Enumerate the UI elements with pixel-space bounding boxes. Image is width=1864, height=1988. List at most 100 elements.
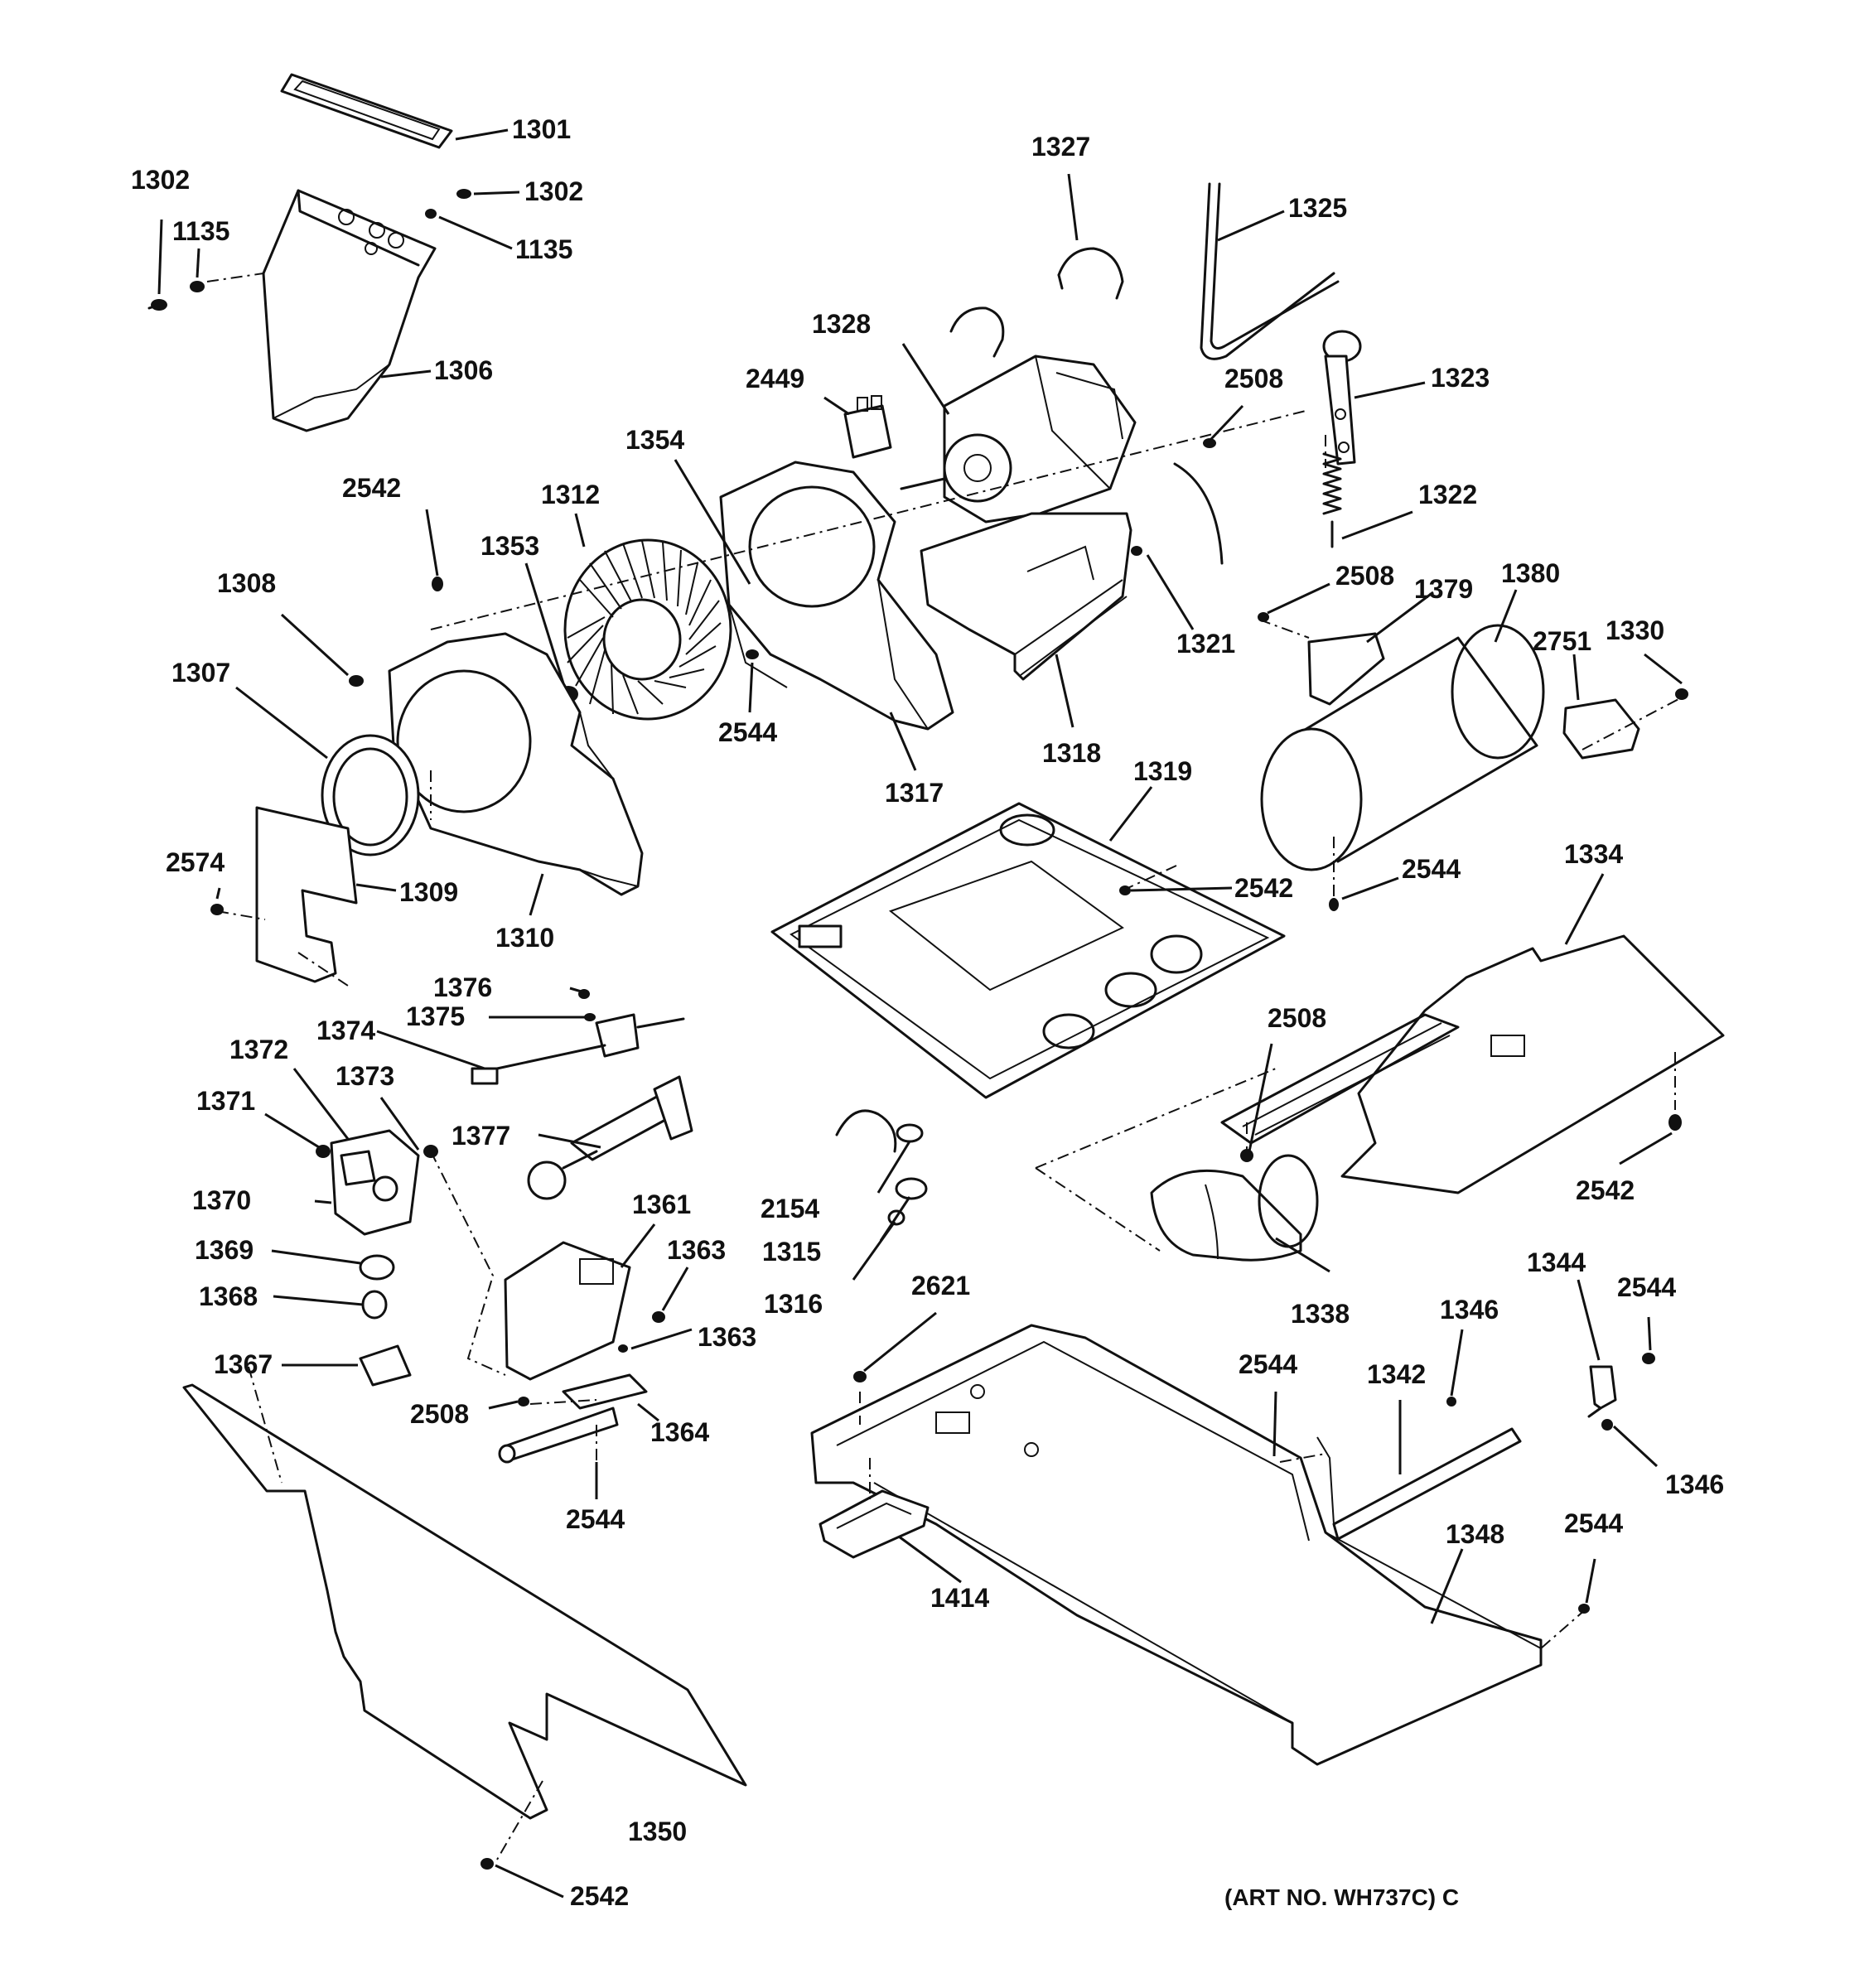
callout-1353: 1353	[480, 531, 539, 561]
callout-2154: 2154	[761, 1194, 819, 1223]
callout-1350: 1350	[628, 1817, 687, 1846]
callout-1310: 1310	[495, 923, 554, 953]
part-1367-fitting	[359, 1344, 412, 1387]
callout-2544: 2544	[718, 717, 777, 747]
callout-1367: 1367	[214, 1349, 273, 1379]
wire-harness	[1173, 462, 1224, 565]
callout-2542: 2542	[1576, 1175, 1635, 1205]
callout-2574: 2574	[166, 847, 225, 877]
part-2449-switch	[843, 395, 892, 459]
callout-1354: 1354	[625, 425, 684, 455]
part-1379-bracket	[1307, 632, 1385, 706]
part-1306-duct	[262, 189, 437, 432]
part-1377-burner	[527, 1075, 693, 1200]
callout-1318: 1318	[1042, 738, 1101, 768]
callout-1346: 1346	[1665, 1469, 1724, 1499]
part-1319-baseplate	[770, 802, 1286, 1099]
screw-1363-b	[618, 1344, 628, 1353]
part-1312-blower-wheel	[563, 538, 732, 721]
assembly-lines	[216, 409, 1683, 1860]
callout-1330: 1330	[1606, 615, 1664, 645]
callout-2508: 2508	[410, 1399, 469, 1429]
callout-1361: 1361	[632, 1189, 691, 1219]
callout-1338: 1338	[1291, 1299, 1350, 1329]
screw-2542-right	[1668, 1114, 1682, 1131]
screws-1302-1135-right	[425, 189, 471, 219]
screw-2621	[853, 1371, 867, 1382]
part-1380-tube	[1260, 624, 1545, 871]
callout-2621: 2621	[911, 1271, 970, 1300]
screw-2544-blower	[746, 649, 759, 659]
callout-1344: 1344	[1527, 1247, 1586, 1277]
part-1327-clip	[1057, 247, 1124, 300]
callout-2544: 2544	[1617, 1272, 1676, 1302]
part-1364-manifold	[498, 1373, 648, 1464]
leader-lines	[157, 128, 1683, 1899]
part-1310-blower-front	[388, 632, 644, 896]
callout-2542: 2542	[1234, 873, 1293, 903]
callout-1302: 1302	[524, 176, 583, 206]
callout-1348: 1348	[1446, 1519, 1504, 1549]
screw-1321	[1131, 546, 1142, 556]
callout-1376: 1376	[433, 972, 492, 1002]
callout-1308: 1308	[217, 568, 276, 598]
part-1344-clip	[1587, 1365, 1617, 1418]
callout-1301: 1301	[512, 114, 571, 144]
part-2751-block	[1562, 698, 1640, 760]
callout-labels: 1301 1302 1302 1135 1135 1306 1327 1325 …	[131, 114, 1724, 1911]
part-1322-spring	[1322, 452, 1342, 548]
part-2154-thermostat	[835, 1109, 928, 1226]
callout-1364: 1364	[650, 1417, 709, 1447]
screw-1308	[349, 675, 364, 687]
part-1334-panel	[1220, 934, 1725, 1194]
screw-2542-top	[432, 577, 443, 591]
screw-2544-right	[1329, 898, 1339, 911]
part-1361-bracket	[504, 1241, 631, 1381]
screw-1375	[584, 1013, 596, 1021]
callout-1377: 1377	[452, 1121, 510, 1151]
callout-1380: 1380	[1501, 558, 1560, 588]
part-clip-left	[949, 306, 1005, 358]
part-1369-coil	[359, 1254, 395, 1281]
callout-2544: 2544	[566, 1504, 625, 1534]
callout-1379: 1379	[1414, 574, 1473, 604]
part-1370-gas-valve	[316, 1129, 438, 1236]
callout-1370: 1370	[192, 1185, 251, 1215]
part-1350-rear-panel	[182, 1383, 747, 1820]
callout-1325: 1325	[1288, 193, 1347, 223]
callout-1323: 1323	[1431, 363, 1490, 393]
callout-1363: 1363	[667, 1235, 726, 1265]
callout-2508: 2508	[1335, 561, 1394, 591]
callout-1312: 1312	[541, 480, 600, 509]
screw-2508-top	[1203, 438, 1216, 448]
part-1338-elbow	[1150, 1154, 1319, 1262]
part-1342-rail	[1316, 1427, 1522, 1541]
part-1414-foot	[819, 1489, 930, 1559]
callout-1317: 1317	[885, 778, 944, 808]
callout-1327: 1327	[1031, 132, 1090, 162]
callout-2544: 2544	[1239, 1349, 1297, 1379]
callout-2449: 2449	[746, 364, 804, 393]
callout-2751: 2751	[1533, 626, 1591, 656]
art-number: (ART NO. WH737C) C	[1224, 1884, 1459, 1910]
callout-2542: 2542	[342, 473, 401, 503]
callout-1363: 1363	[698, 1322, 756, 1352]
part-1368-coil	[361, 1290, 388, 1320]
callout-1375: 1375	[406, 1001, 465, 1031]
part-1348-base-frame	[810, 1324, 1543, 1766]
screw-2542-bottom	[480, 1858, 494, 1870]
screw-2544-frame	[1578, 1604, 1590, 1614]
part-1318-bracket	[920, 512, 1132, 681]
screw-2544-clip	[1642, 1353, 1655, 1364]
callout-2544: 2544	[1402, 854, 1461, 884]
screw-1330	[1675, 688, 1688, 700]
callout-1368: 1368	[199, 1281, 258, 1311]
callout-1135: 1135	[172, 216, 229, 246]
callout-2508: 2508	[1224, 364, 1283, 393]
callout-1315: 1315	[762, 1237, 821, 1267]
callout-2542: 2542	[570, 1881, 629, 1911]
callout-1346: 1346	[1440, 1295, 1499, 1325]
callout-1321: 1321	[1176, 629, 1235, 659]
callout-1316: 1316	[764, 1289, 823, 1319]
callout-1372: 1372	[229, 1035, 288, 1064]
